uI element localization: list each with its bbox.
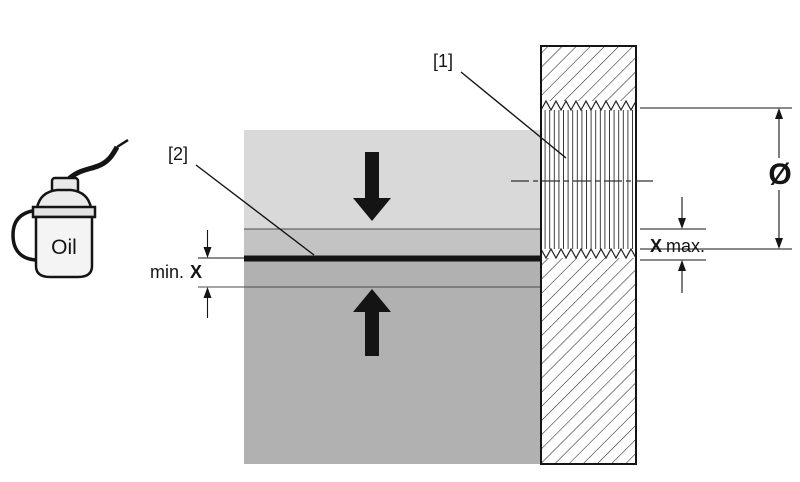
dim-diameter: Ø: [640, 107, 792, 250]
diameter-top-arrow-icon: [775, 108, 783, 119]
force-down-arrow-icon: [353, 152, 391, 221]
oil-can: Oil: [11, 138, 129, 279]
oil-can-spout: [64, 145, 120, 184]
thread-section: [541, 110, 636, 249]
callout-ref2: [2]: [168, 144, 315, 256]
workpiece-bottom-layer: [244, 256, 541, 464]
min-x-up-arrow-icon: [203, 287, 212, 298]
oil-can-spout-tip: [116, 138, 129, 149]
hatch-upper: [542, 47, 635, 101]
diameter-symbol: Ø: [768, 158, 791, 191]
diameter-bottom-arrow-icon: [775, 238, 783, 249]
force-up-arrow-icon: [353, 289, 391, 356]
oil-can-label: Oil: [51, 236, 77, 259]
max-x-symbol: X: [650, 236, 662, 256]
callout-ref2-leader: [195, 164, 315, 256]
workpiece-top-layer: [244, 130, 541, 229]
threaded-plate: [511, 45, 657, 465]
oil-can-neck-rim: [31, 205, 97, 219]
min-x-text: min.: [150, 262, 184, 282]
callout-ref1: [1]: [433, 51, 567, 159]
oil-can-shoulder: [35, 188, 93, 210]
max-x-down-arrow-icon: [678, 218, 686, 229]
callout-ref2-label: [2]: [168, 144, 188, 164]
max-x-text: max.: [666, 236, 705, 256]
workpiece-mid-band: [244, 229, 541, 256]
hatch-lower: [542, 258, 635, 464]
plate-outline: [540, 45, 637, 465]
dim-min-x: min. X: [150, 230, 244, 318]
oil-can-handle: [11, 208, 42, 262]
workpiece: [198, 130, 541, 464]
thread-crest-top: [540, 99, 637, 112]
dim-max-x: X max.: [640, 197, 706, 293]
min-x-symbol: X: [190, 262, 202, 282]
callout-ref1-leader: [460, 71, 567, 159]
max-x-up-arrow-icon: [678, 260, 686, 271]
oil-can-body: [34, 215, 94, 279]
thread-crest-bottom: [540, 247, 637, 260]
min-x-down-arrow-icon: [203, 247, 212, 258]
callout-ref1-label: [1]: [433, 51, 453, 71]
